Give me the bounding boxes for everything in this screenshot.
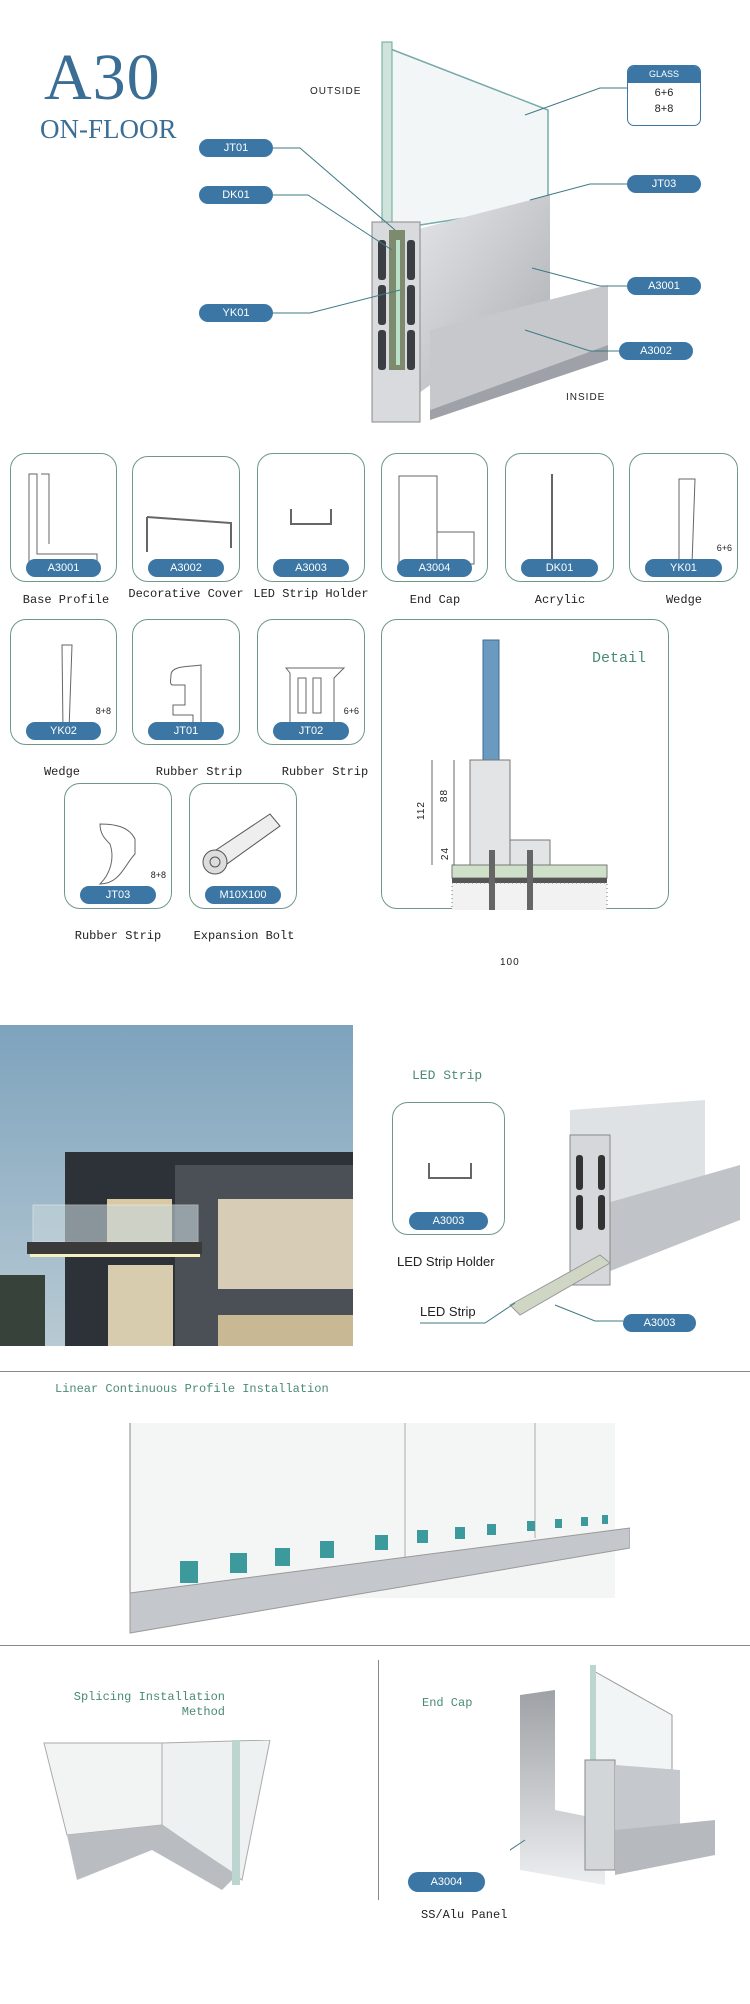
led-strip-holder-icon: [290, 509, 332, 525]
corner-splicing-illustration: [43, 1740, 271, 1890]
part-code: A3001: [25, 559, 102, 577]
splicing-title-line2: Method: [181, 1705, 225, 1719]
part-name: Rubber Strip: [74, 929, 162, 943]
part-code: JT02: [272, 722, 350, 740]
part-name: End Cap: [409, 593, 461, 607]
house-photo: [0, 1025, 353, 1346]
part-code: A3003: [408, 1212, 489, 1230]
dim-upper: 88: [439, 788, 451, 803]
part-code: A3002: [147, 559, 225, 577]
part-card-dk01: DK01: [505, 453, 614, 582]
callout-a3004: A3004: [408, 1872, 485, 1892]
splicing-title: Splicing Installation Method: [60, 1690, 225, 1720]
part-name: Decorative Cover: [128, 587, 244, 601]
part-code: JT03: [79, 886, 157, 904]
part-card-yk02: 8+8 YK02: [10, 619, 117, 745]
led-profile-illustration: [420, 1100, 740, 1324]
led-holder-label: LED Strip Holder: [397, 1254, 495, 1269]
part-code: YK01: [644, 559, 722, 577]
detail-title: Detail: [592, 650, 647, 667]
vertical-divider: [378, 1660, 379, 1900]
part-name: LED Strip Holder: [253, 587, 369, 601]
part-name: Expansion Bolt: [193, 929, 295, 943]
rubber-strip-icon: [98, 823, 136, 885]
divider: [0, 1645, 750, 1646]
dim-width: 100: [500, 957, 520, 968]
part-card-a3003: A3003: [257, 453, 365, 582]
product-title: A30: [44, 41, 161, 114]
part-code: A3004: [396, 559, 473, 577]
led-strip-label: LED Strip: [420, 1304, 476, 1319]
rubber-strip-icon: [170, 664, 202, 731]
expansion-bolt-icon: [202, 813, 281, 875]
callout-a3003: A3003: [623, 1314, 696, 1332]
glass-label: GLASS: [628, 66, 700, 83]
part-card-jt03: 8+8 JT03: [64, 783, 172, 909]
part-name: Acrylic: [534, 593, 586, 607]
callout-dk01: DK01: [199, 186, 273, 204]
callout-a3002: A3002: [619, 342, 693, 360]
glass-options-box: GLASS 6+6 8+8: [627, 65, 701, 126]
part-name: Wedge: [43, 765, 80, 779]
outside-label: OUTSIDE: [310, 86, 362, 97]
part-card-jt01: JT01: [132, 619, 240, 745]
part-card-a3002: A3002: [132, 456, 240, 582]
glass-option: 8+8: [654, 103, 674, 115]
detail-box: Detail 112 88 24 100: [381, 619, 669, 968]
led-holder-card: A3003: [392, 1102, 505, 1235]
linear-installation-illustration: [129, 1423, 630, 1634]
part-card-a3001: A3001: [10, 453, 117, 582]
decorative-cover-icon: [146, 516, 232, 552]
dim-total: 112: [415, 801, 427, 820]
part-name: Rubber Strip: [281, 765, 369, 779]
part-note: 8+8: [150, 870, 166, 880]
callout-jt01: JT01: [199, 139, 273, 157]
part-code: YK02: [25, 722, 102, 740]
dim-lower: 24: [440, 846, 452, 861]
product-subtitle: ON-FLOOR: [40, 114, 177, 144]
part-card-yk01: 6+6 YK01: [629, 453, 738, 582]
part-note: 6+6: [716, 543, 732, 553]
callout-yk01: YK01: [199, 304, 273, 322]
led-title: LED Strip: [412, 1068, 483, 1083]
callout-a3001: A3001: [627, 277, 701, 295]
endcap-title: End Cap: [422, 1696, 473, 1710]
part-card-jt02: 6+6 JT02: [257, 619, 365, 745]
part-note: 6+6: [343, 706, 359, 716]
part-note: 8+8: [95, 706, 111, 716]
part-name: Base Profile: [22, 593, 110, 607]
part-card-m10x100: M10X100: [189, 783, 297, 909]
glass-option: 6+6: [654, 87, 674, 99]
splicing-title-line1: Splicing Installation: [73, 1690, 225, 1704]
callout-jt03: JT03: [627, 175, 701, 193]
part-code: M10X100: [204, 886, 282, 904]
divider: [0, 1371, 750, 1372]
part-card-a3004: A3004: [381, 453, 488, 582]
linear-title: Linear Continuous Profile Installation: [55, 1382, 329, 1396]
part-name: Wedge: [665, 593, 702, 607]
profile-cutaway-illustration: [273, 41, 627, 423]
part-code: JT01: [147, 722, 225, 740]
led-strip-holder-icon: [428, 1163, 472, 1179]
inside-label: INSIDE: [566, 392, 606, 403]
part-name: Rubber Strip: [155, 765, 243, 779]
panel-label: SS/Alu Panel: [421, 1908, 508, 1922]
installation-detail-drawing: [431, 639, 608, 910]
part-code: A3003: [272, 559, 350, 577]
end-cap-illustration: [510, 1665, 715, 1885]
part-code: DK01: [520, 559, 598, 577]
